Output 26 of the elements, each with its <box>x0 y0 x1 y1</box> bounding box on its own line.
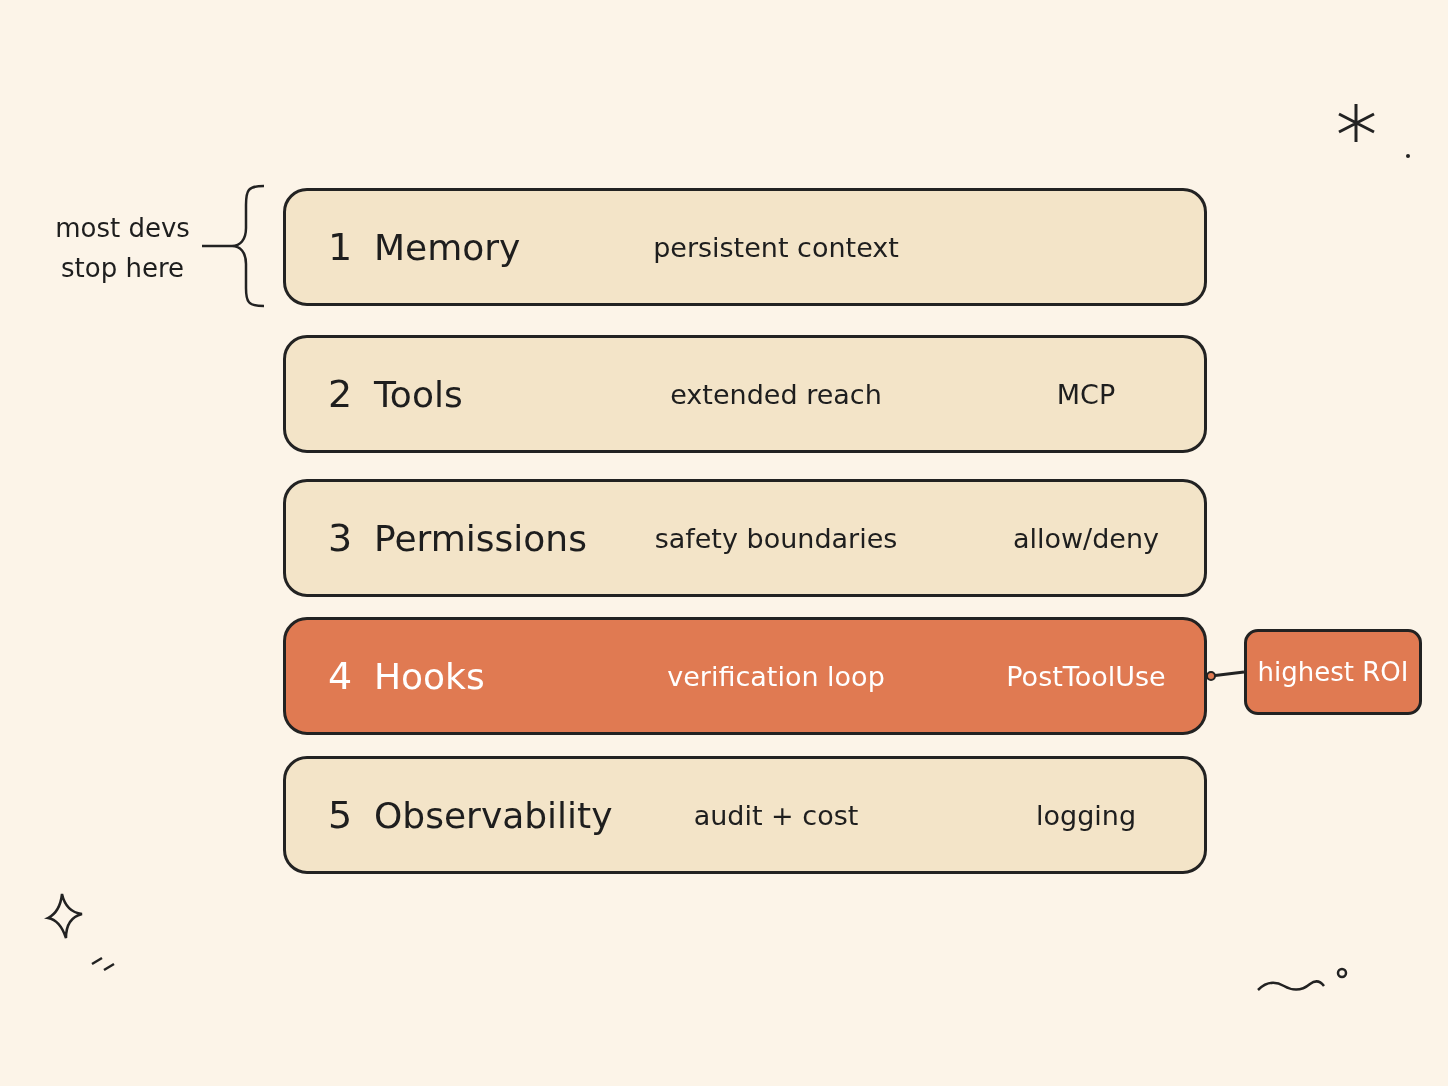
highlighted-layer-box <box>283 617 1207 735</box>
layer-name: Observability <box>374 794 613 836</box>
layer-example: logging <box>1035 799 1137 831</box>
callout-bubble: highest ROI <box>1244 629 1422 715</box>
layer-description: verification loop <box>667 660 885 692</box>
layer-box <box>283 335 1207 453</box>
layer-example: MCP <box>1056 378 1116 410</box>
layer-description: extended reach <box>670 378 882 410</box>
layer-name: Hooks <box>374 655 485 697</box>
layer-number: 2 <box>328 372 353 416</box>
layer-description: safety boundaries <box>654 522 898 554</box>
annotation-text: most devs stop here <box>54 212 191 285</box>
layer-box <box>283 188 1207 306</box>
layer-name: Permissions <box>374 517 587 559</box>
layer-number: 5 <box>328 793 353 837</box>
layer-number: 4 <box>328 654 353 698</box>
layer-number: 1 <box>328 225 353 269</box>
layer-box <box>283 756 1207 874</box>
layer-example: PostToolUse <box>1006 660 1166 692</box>
layer-name: Tools <box>374 373 463 415</box>
layer-example: allow/deny <box>1012 522 1160 554</box>
layer-description: audit + cost <box>693 799 859 831</box>
layer-number: 3 <box>328 516 353 560</box>
layer-box <box>283 479 1207 597</box>
layer-description: persistent context <box>653 231 899 263</box>
layer-name: Memory <box>374 226 521 268</box>
